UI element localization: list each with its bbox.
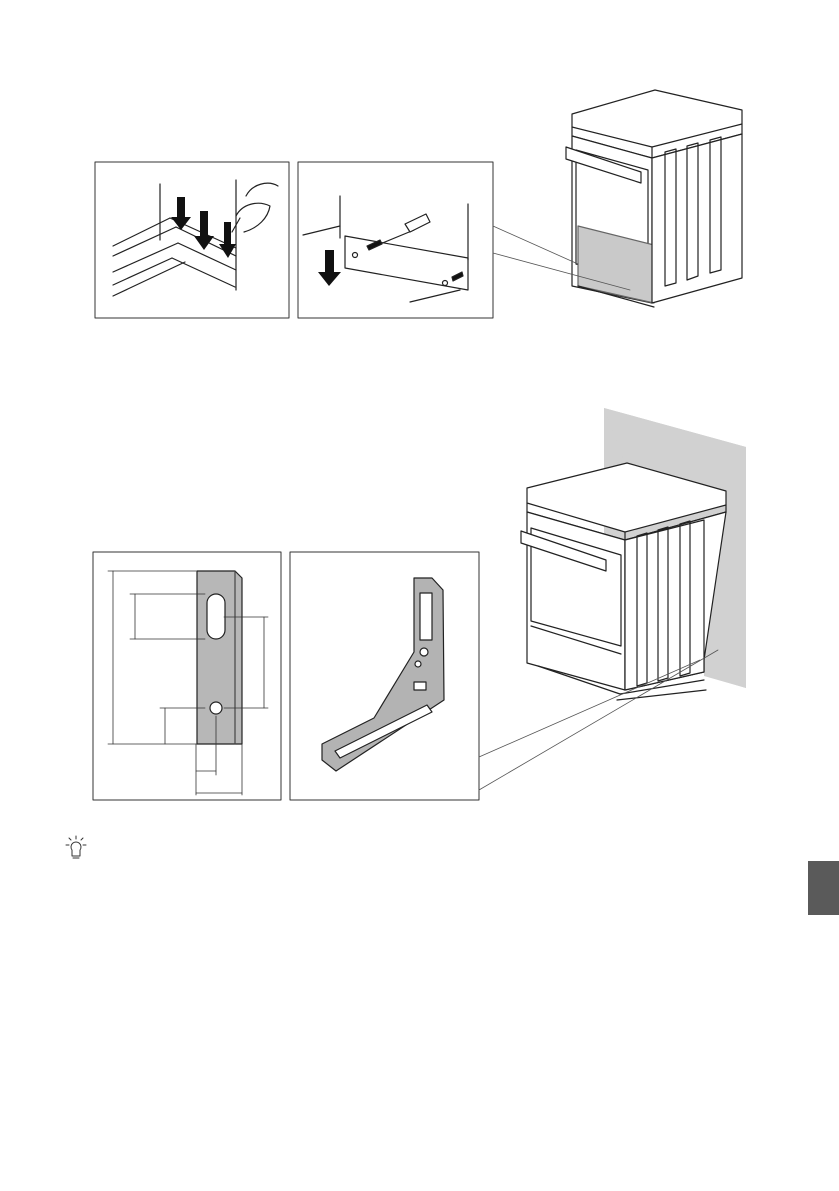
cooker-bottom-illustration	[521, 408, 746, 700]
chapter-side-tab	[808, 861, 839, 915]
plinth-removal-detail-1	[95, 162, 289, 318]
plinth-removal-detail-2	[298, 162, 493, 318]
anti-tilt-bracket-perspective	[290, 552, 479, 800]
lightbulb-icon	[66, 836, 86, 858]
anti-tilt-bracket-dimensions	[93, 552, 281, 800]
cooker-top-illustration	[566, 90, 742, 307]
